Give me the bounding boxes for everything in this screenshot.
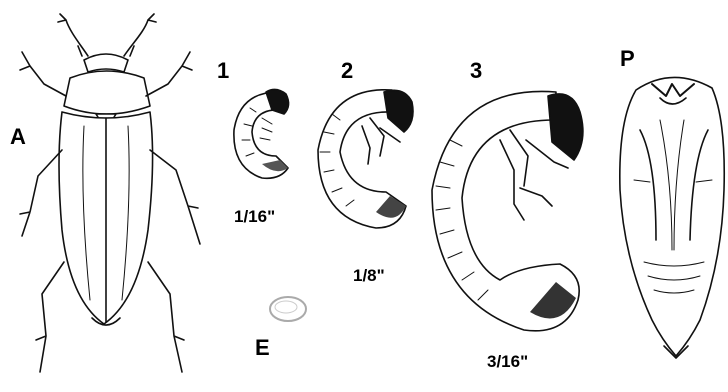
stage-1-size: 1/16" — [234, 208, 275, 225]
egg-label: E — [255, 337, 270, 359]
adult-beetle — [20, 14, 200, 372]
larva-stage-3 — [432, 91, 583, 330]
pupa — [620, 77, 724, 358]
pupa-label: P — [620, 48, 635, 70]
stage-3-size: 3/16" — [487, 353, 528, 370]
stage-2-label: 2 — [341, 60, 353, 82]
stage-2-size: 1/8" — [353, 267, 385, 284]
adult-label: A — [10, 126, 26, 148]
larva-stage-2 — [318, 90, 413, 228]
egg — [270, 297, 306, 321]
larva-stage-1 — [234, 89, 289, 178]
stage-3-label: 3 — [470, 60, 482, 82]
stage-1-label: 1 — [217, 60, 229, 82]
